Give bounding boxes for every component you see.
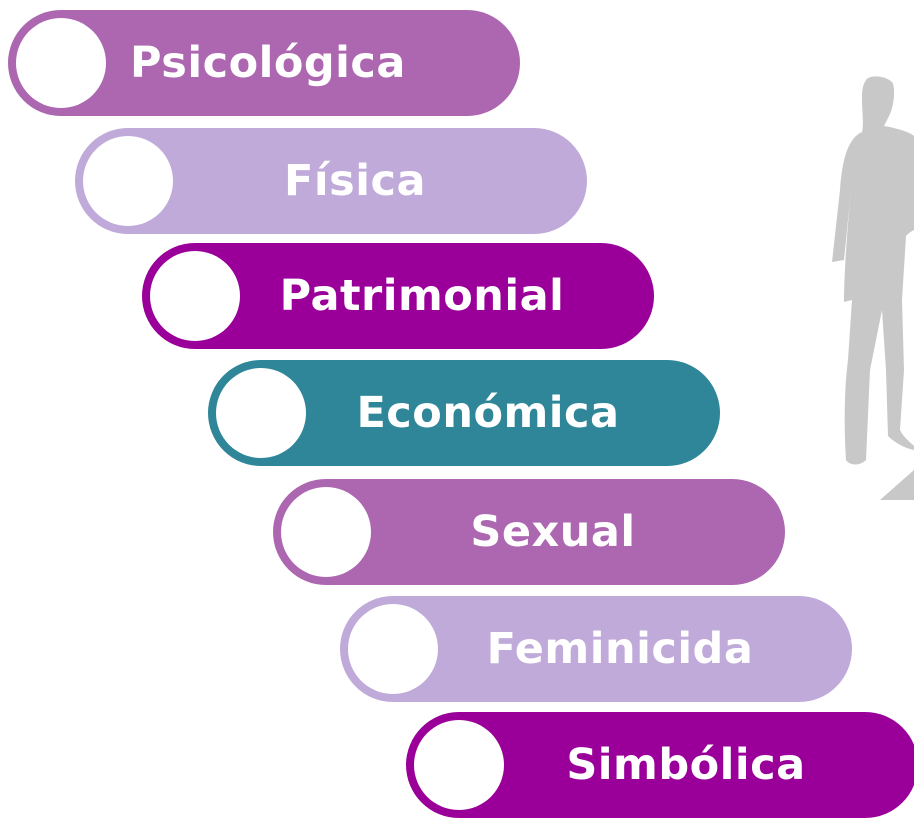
step-label: Física [284,156,426,206]
step-pill-economica: Económica [208,360,720,466]
step-pill-psicologica: Psicológica [8,10,520,116]
circle-marker [83,136,173,226]
circle-marker [216,368,306,458]
step-label: Feminicida [486,624,754,674]
step-pill-fisica: Física [75,128,587,234]
step-label: Simbólica [566,740,806,790]
circle-marker [281,487,371,577]
person-silhouette-icon [800,70,914,510]
circle-marker [150,251,240,341]
step-pill-sexual: Sexual [273,479,785,585]
step-pill-patrimonial: Patrimonial [142,243,654,349]
step-label: Patrimonial [279,271,565,321]
circle-marker [16,18,106,108]
step-label: Psicológica [130,38,406,88]
step-label: Sexual [470,507,636,557]
step-pill-feminicida: Feminicida [340,596,852,702]
circle-marker [348,604,438,694]
step-label: Económica [356,388,620,438]
circle-marker [414,720,504,810]
step-pill-simbolica: Simbólica [406,712,914,818]
